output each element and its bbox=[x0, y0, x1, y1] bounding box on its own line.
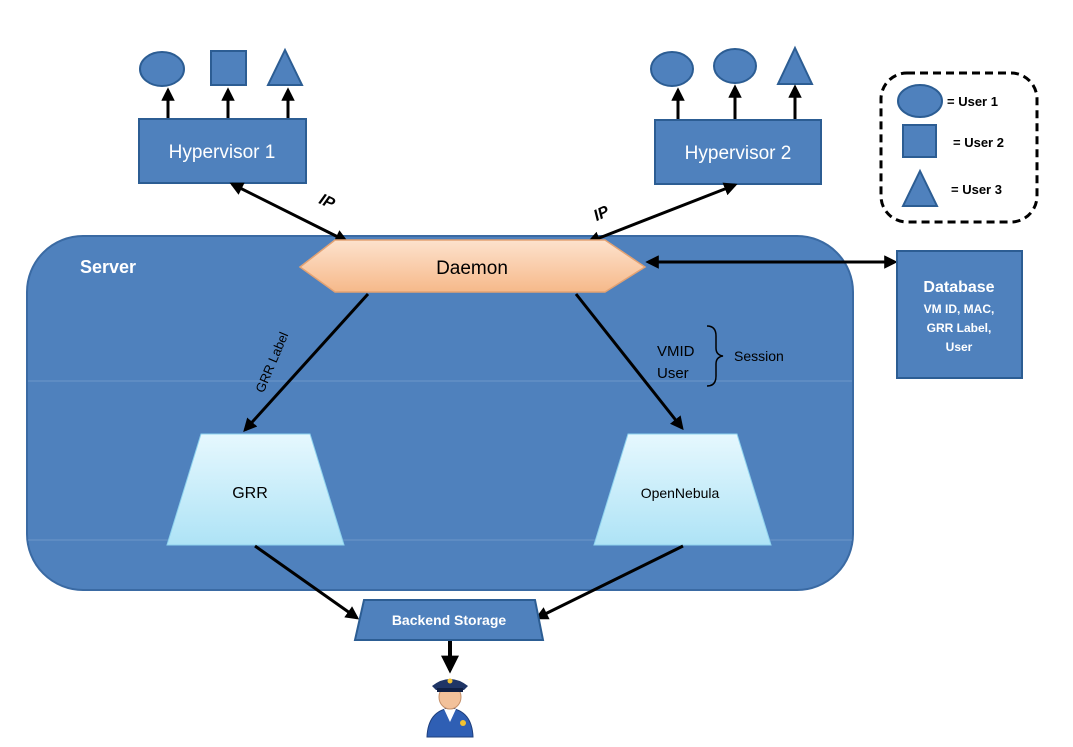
opennebula-shape bbox=[593, 433, 772, 546]
database-title: Database bbox=[923, 279, 994, 296]
ip-arrow-right bbox=[586, 182, 738, 245]
user-3-triangle-icon bbox=[266, 47, 304, 86]
user-3-triangle-icon bbox=[776, 45, 814, 85]
opennebula-to-backend-arrow bbox=[534, 544, 684, 620]
police-officer-icon bbox=[426, 678, 474, 738]
database-line-1: VM ID, MAC, bbox=[924, 302, 995, 316]
database-line-3: User bbox=[946, 340, 973, 354]
backend-storage-shape bbox=[353, 599, 545, 641]
session-label: Session bbox=[734, 348, 784, 364]
ip-label-right: IP bbox=[591, 203, 612, 225]
legend-triangle-icon bbox=[901, 168, 939, 207]
hypervisor-2-users bbox=[650, 45, 814, 87]
legend-square-icon bbox=[902, 124, 937, 158]
session-vmid: VMID bbox=[657, 343, 695, 360]
legend-label-user-3: = User 3 bbox=[951, 182, 1002, 197]
backend-storage-label: Backend Storage bbox=[392, 612, 507, 628]
opennebula-label: OpenNebula bbox=[641, 485, 720, 501]
grr-label: GRR bbox=[232, 485, 268, 502]
ip-arrow-left bbox=[229, 182, 349, 243]
database-line-2: GRR Label, bbox=[927, 321, 992, 335]
hypervisor-2-box bbox=[654, 119, 822, 185]
database-box bbox=[896, 250, 1023, 379]
user-1-ellipse-icon bbox=[713, 48, 757, 84]
daemon-to-grr-arrow bbox=[243, 292, 370, 433]
user-1-ellipse-icon bbox=[650, 51, 694, 87]
daemon-shape bbox=[298, 239, 647, 293]
user-1-ellipse-icon bbox=[139, 51, 185, 87]
grr-shape bbox=[166, 433, 345, 546]
session-user: User bbox=[657, 365, 689, 382]
hypervisor-1-users bbox=[139, 47, 304, 87]
daemon-label: Daemon bbox=[436, 258, 508, 279]
hypervisor-1-label: Hypervisor 1 bbox=[169, 142, 276, 163]
legend-ellipse-icon bbox=[897, 84, 943, 118]
user-2-square-icon bbox=[210, 50, 247, 86]
legend-label-user-2: = User 2 bbox=[953, 135, 1004, 150]
hypervisor-2-label: Hypervisor 2 bbox=[685, 143, 792, 164]
hypervisor-1-box bbox=[138, 118, 307, 184]
grr-to-backend-arrow bbox=[254, 544, 360, 620]
legend-label-user-1: = User 1 bbox=[947, 94, 998, 109]
daemon-to-opennebula-arrow bbox=[574, 293, 684, 431]
ip-label-left: IP bbox=[316, 191, 337, 213]
session-brace bbox=[706, 325, 724, 387]
server-label: Server bbox=[80, 257, 136, 277]
legend: = User 1 = User 2 = User 3 bbox=[879, 71, 1039, 224]
